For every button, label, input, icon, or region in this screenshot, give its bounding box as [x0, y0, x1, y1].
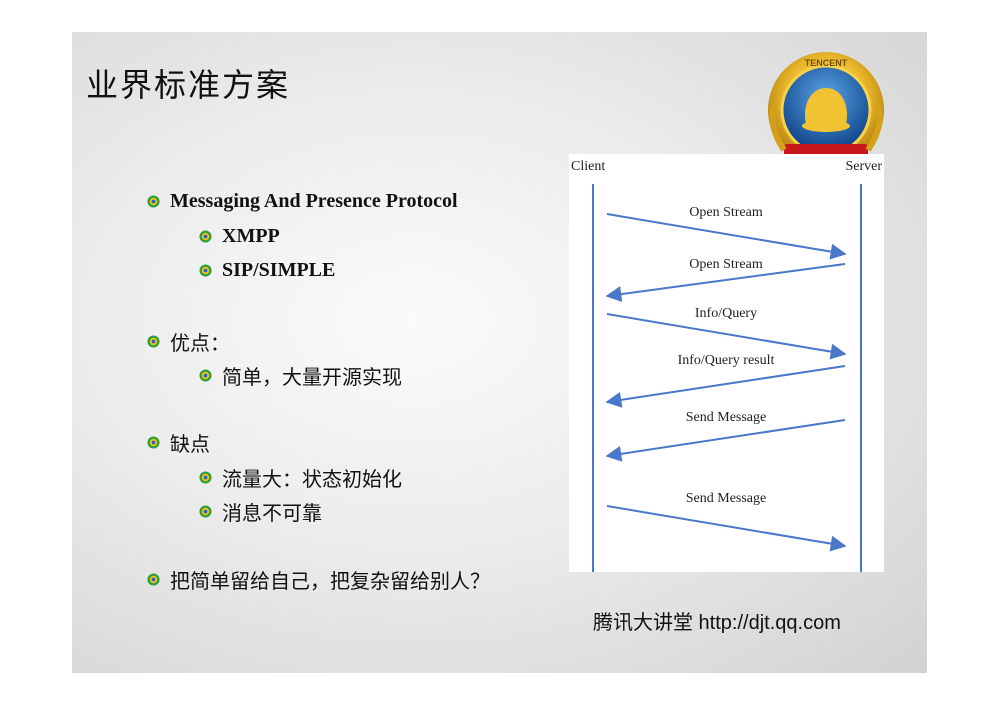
bullet-icon: [199, 505, 212, 518]
footer-text: 腾讯大讲堂 http://djt.qq.com: [593, 612, 841, 634]
slide-title: 业界标准方案: [86, 66, 291, 104]
bullet-cons-item-1: 流量大：状态初始化: [199, 463, 402, 492]
bullet-text: SIP/SIMPLE: [222, 259, 336, 281]
bullet-protocol: Messaging And Presence Protocol: [147, 190, 458, 213]
message-arrow: [606, 505, 847, 552]
bullet-text: 把简单留给自己，把复杂留给别人？: [170, 569, 490, 593]
bullet-text: XMPP: [222, 225, 280, 247]
message-label: Open Stream: [689, 205, 763, 220]
bullet-icon: [147, 195, 160, 208]
bullet-icon: [199, 369, 212, 382]
bullet-text: 流量大：状态初始化: [222, 467, 402, 491]
bullet-text: Messaging And Presence Protocol: [170, 190, 458, 212]
bullet-text: 优点：: [170, 331, 230, 355]
message-arrow: [605, 263, 846, 303]
bullet-text: 消息不可靠: [222, 501, 322, 525]
tencent-logo: TENCENT: [768, 52, 884, 168]
bullet-question: 把简单留给自己，把复杂留给别人？: [147, 565, 490, 594]
bullet-text: 简单，大量开源实现: [222, 365, 402, 389]
bullet-text: 缺点: [170, 432, 210, 456]
slide: 业界标准方案 TENCENT Messaging And Presence Pr: [72, 32, 927, 673]
message-arrow: [605, 365, 846, 408]
bullet-icon: [147, 335, 160, 348]
bullet-pros: 优点：: [147, 327, 230, 356]
logo-text: TENCENT: [805, 58, 848, 68]
message-label: Send Message: [686, 410, 767, 425]
bullet-sip: SIP/SIMPLE: [199, 259, 335, 282]
message-arrow: [605, 419, 846, 462]
message-label: Open Stream: [689, 257, 763, 272]
bullet-icon: [199, 230, 212, 243]
bullet-icon: [147, 436, 160, 449]
message-arrow: [606, 313, 847, 360]
server-label: Server: [845, 159, 882, 174]
bullet-xmpp: XMPP: [199, 225, 280, 248]
message-label: Info/Query result: [678, 353, 775, 368]
bullet-icon: [199, 471, 212, 484]
bullet-icon: [199, 264, 212, 277]
message-label: Send Message: [686, 491, 767, 506]
bullet-cons-item-2: 消息不可靠: [199, 497, 322, 526]
bullet-icon: [147, 573, 160, 586]
message-label: Info/Query: [695, 306, 757, 321]
client-label: Client: [571, 159, 605, 174]
bullet-pros-item: 简单，大量开源实现: [199, 361, 402, 390]
bullet-cons: 缺点: [147, 428, 210, 457]
message-arrow: [606, 213, 847, 260]
